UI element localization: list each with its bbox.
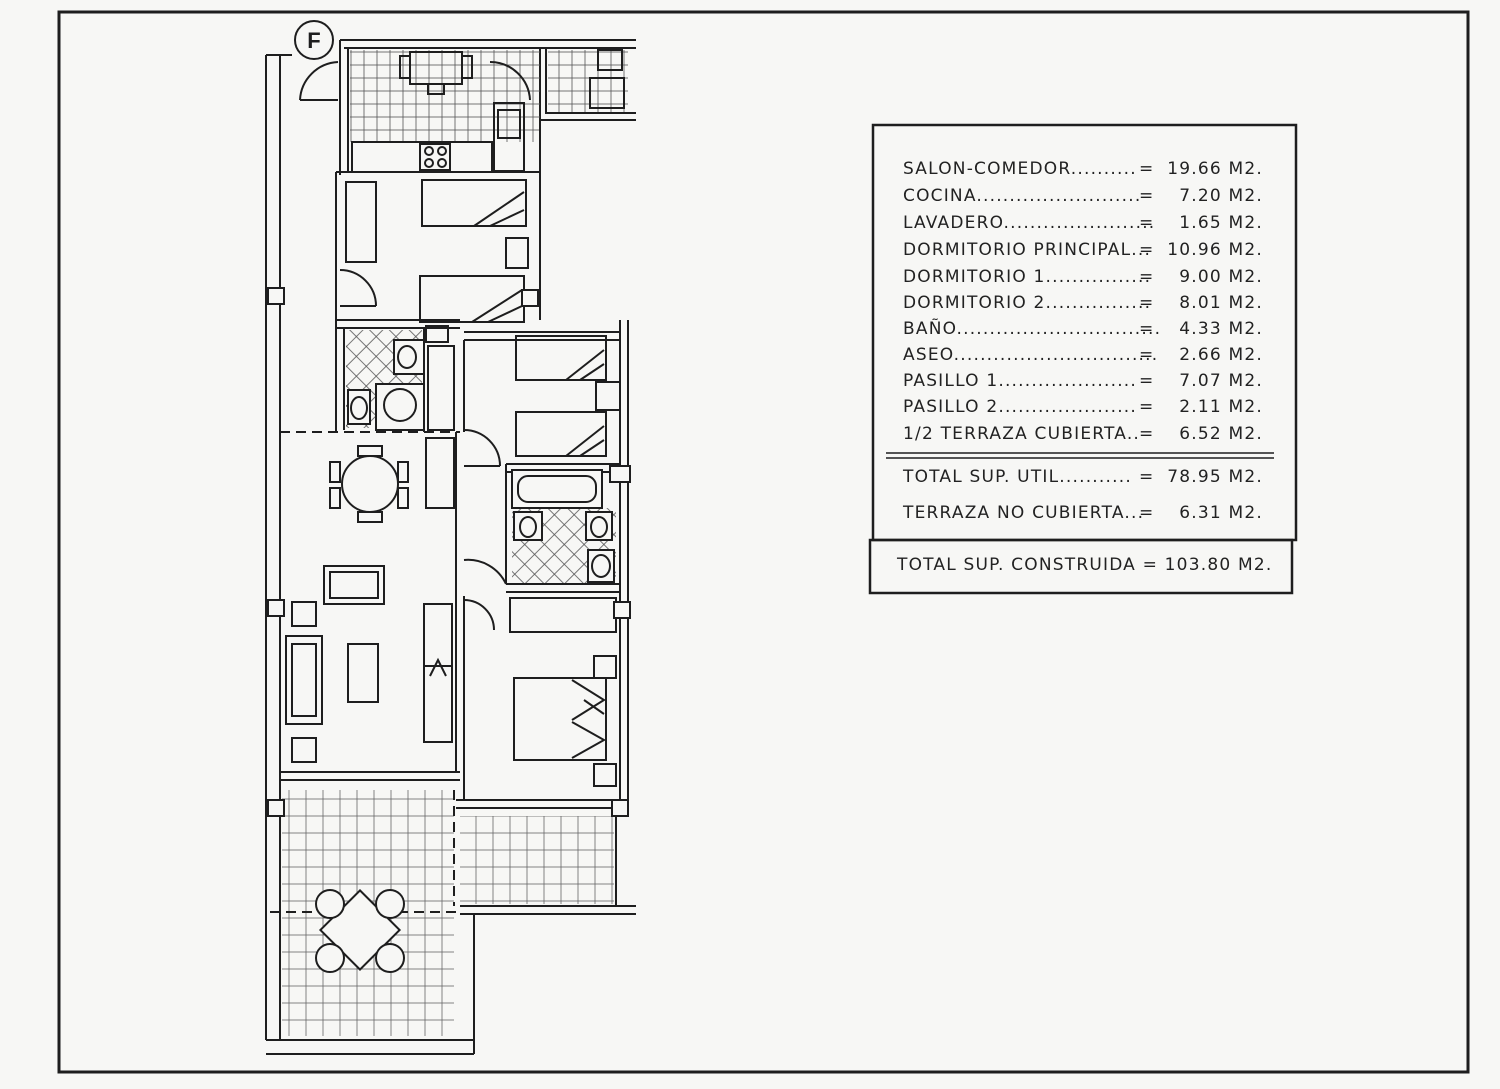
area-equals: = bbox=[1139, 371, 1155, 391]
area-equals: = bbox=[1139, 213, 1155, 233]
area-value: 9.00 M2. bbox=[1179, 267, 1263, 287]
area-label: BAÑO............................... bbox=[903, 319, 1162, 339]
area-table: SALON-COMEDOR.......... = 19.66 M2. COCI… bbox=[873, 125, 1296, 593]
area-value: 1.65 M2. bbox=[1179, 213, 1263, 233]
sheet-frame bbox=[57, 10, 1470, 1074]
area-value: 4.33 M2. bbox=[1179, 319, 1263, 339]
area-equals: = bbox=[1139, 345, 1155, 365]
total-util-label: TOTAL SUP. UTIL........... bbox=[903, 467, 1132, 487]
area-label: DORMITORIO 2................ bbox=[903, 293, 1152, 313]
area-equals: = bbox=[1139, 267, 1155, 287]
terraza-no-cubierta-equals: = bbox=[1139, 503, 1155, 523]
unit-marker: F bbox=[294, 20, 334, 60]
area-value: 19.66 M2. bbox=[1167, 159, 1263, 179]
total-construida-label: TOTAL SUP. CONSTRUIDA = 103.80 M2. bbox=[897, 555, 1273, 575]
terraza-no-cubierta-value: 6.31 M2. bbox=[1179, 503, 1263, 523]
unit-marker-label: F bbox=[307, 28, 320, 53]
area-label: DORMITORIO PRINCIPAL... bbox=[903, 240, 1152, 260]
area-value: 2.11 M2. bbox=[1179, 397, 1263, 417]
area-value: 7.20 M2. bbox=[1179, 186, 1263, 206]
area-label: COCINA......................... bbox=[903, 186, 1142, 206]
total-util-equals: = bbox=[1139, 467, 1155, 487]
area-value: 8.01 M2. bbox=[1179, 293, 1263, 313]
area-value: 7.07 M2. bbox=[1179, 371, 1263, 391]
area-equals: = bbox=[1139, 186, 1155, 206]
area-label: ASEO............................... bbox=[903, 345, 1159, 365]
area-label: PASILLO 1..................... bbox=[903, 371, 1138, 391]
area-equals: = bbox=[1139, 159, 1155, 179]
area-equals: = bbox=[1139, 319, 1155, 339]
area-label: LAVADERO....................... bbox=[903, 213, 1156, 233]
area-equals: = bbox=[1139, 240, 1155, 260]
area-value: 10.96 M2. bbox=[1167, 240, 1263, 260]
area-value: 6.52 M2. bbox=[1179, 424, 1263, 444]
area-value: 2.66 M2. bbox=[1179, 345, 1263, 365]
area-equals: = bbox=[1139, 397, 1155, 417]
terraza-no-cubierta-label: TERRAZA NO CUBIERTA... bbox=[903, 503, 1145, 523]
area-equals: = bbox=[1139, 424, 1155, 444]
area-label: 1/2 TERRAZA CUBIERTA.. bbox=[903, 424, 1141, 444]
total-util-value: 78.95 M2. bbox=[1167, 467, 1263, 487]
terrace-open-floor bbox=[460, 816, 614, 904]
laundry-floor bbox=[548, 50, 628, 112]
area-label: PASILLO 2..................... bbox=[903, 397, 1138, 417]
area-equals: = bbox=[1139, 293, 1155, 313]
area-label: DORMITORIO 1................ bbox=[903, 267, 1152, 287]
area-label: SALON-COMEDOR.......... bbox=[903, 159, 1137, 179]
